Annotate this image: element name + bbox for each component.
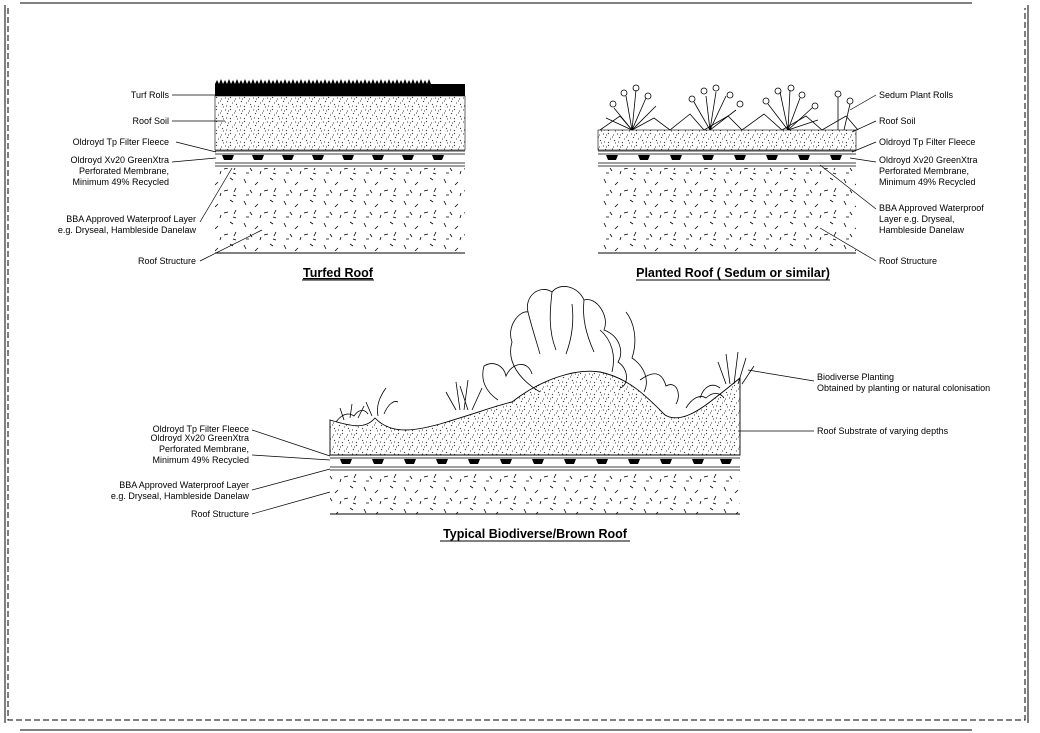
turfed-leaders [171,94,263,262]
label-filter-fleece: Oldroyd Tp Filter Fleece [153,424,249,434]
turfed-roof-section: Turf Rolls Roof Soil Oldroyd Tp Filter F… [58,79,466,281]
label-roof-structure: Roof Structure [879,256,937,266]
label-membrane-line1: Oldroyd Xv20 GreenXtra [879,155,978,165]
planted-drainage-layer [598,150,856,167]
label-planting-line1: Biodiverse Planting [817,372,894,382]
biodiverse-plants [335,286,755,423]
biodiverse-leaders [251,369,815,515]
biodiverse-structure-layer [330,472,740,514]
label-membrane-line2: Perforated Membrane, [879,166,969,176]
label-waterproof-line3: Hambleside Danelaw [879,225,965,235]
label-membrane-line2: Perforated Membrane, [159,444,249,454]
sedum-plants [599,84,859,131]
label-roof-structure: Roof Structure [138,256,196,266]
turf-soil-layer [214,95,466,151]
biodiverse-substrate [329,370,741,456]
label-waterproof-line1: BBA Approved Waterproof [879,203,984,213]
biodiverse-roof-title: Typical Biodiverse/Brown Roof [443,527,628,541]
label-waterproof-line2: e.g. Dryseal, Hambleside Danelaw [111,491,250,501]
label-waterproof-line1: BBA Approved Waterproof Layer [66,214,196,224]
label-membrane-line3: Minimum 49% Recycled [879,177,976,187]
planted-structure-layer [598,168,856,252]
turfed-roof-title: Turfed Roof [303,266,374,280]
turf-structure-layer [215,168,465,252]
label-membrane-line2: Perforated Membrane, [79,166,169,176]
label-filter-fleece: Oldroyd Tp Filter Fleece [73,137,169,147]
label-membrane-line1: Oldroyd Xv20 GreenXtra [150,433,249,443]
label-planting-line2: Obtained by planting or natural colonisa… [817,383,990,393]
planted-roof-section: Sedum Plant Rolls Roof Soil Oldroyd Tp F… [597,84,984,281]
planted-leaders [819,94,877,262]
label-waterproof-line2: Layer e.g. Dryseal, [879,214,955,224]
label-waterproof-line1: BBA Approved Waterproof Layer [119,480,249,490]
turf-drainage-layer [215,150,465,167]
turf-grass [215,79,465,96]
label-membrane-line3: Minimum 49% Recycled [152,455,249,465]
label-roof-soil: Roof Soil [879,116,916,126]
sheet-border [4,2,1029,731]
biodiverse-roof-section: Biodiverse Planting Obtained by planting… [111,286,990,542]
planted-soil-layer [597,129,857,151]
label-membrane-line1: Oldroyd Xv20 GreenXtra [70,155,169,165]
label-roof-structure: Roof Structure [191,509,249,519]
label-roof-soil: Roof Soil [132,116,169,126]
label-membrane-line3: Minimum 49% Recycled [72,177,169,187]
label-substrate: Roof Substrate of varying depths [817,426,949,436]
label-turf-rolls: Turf Rolls [131,90,170,100]
label-sedum-rolls: Sedum Plant Rolls [879,90,954,100]
biodiverse-drainage-layer [330,454,740,471]
planted-roof-title: Planted Roof ( Sedum or similar) [636,266,830,280]
label-waterproof-line2: e.g. Dryseal, Hambleside Danelaw [58,225,197,235]
label-filter-fleece: Oldroyd Tp Filter Fleece [879,137,975,147]
